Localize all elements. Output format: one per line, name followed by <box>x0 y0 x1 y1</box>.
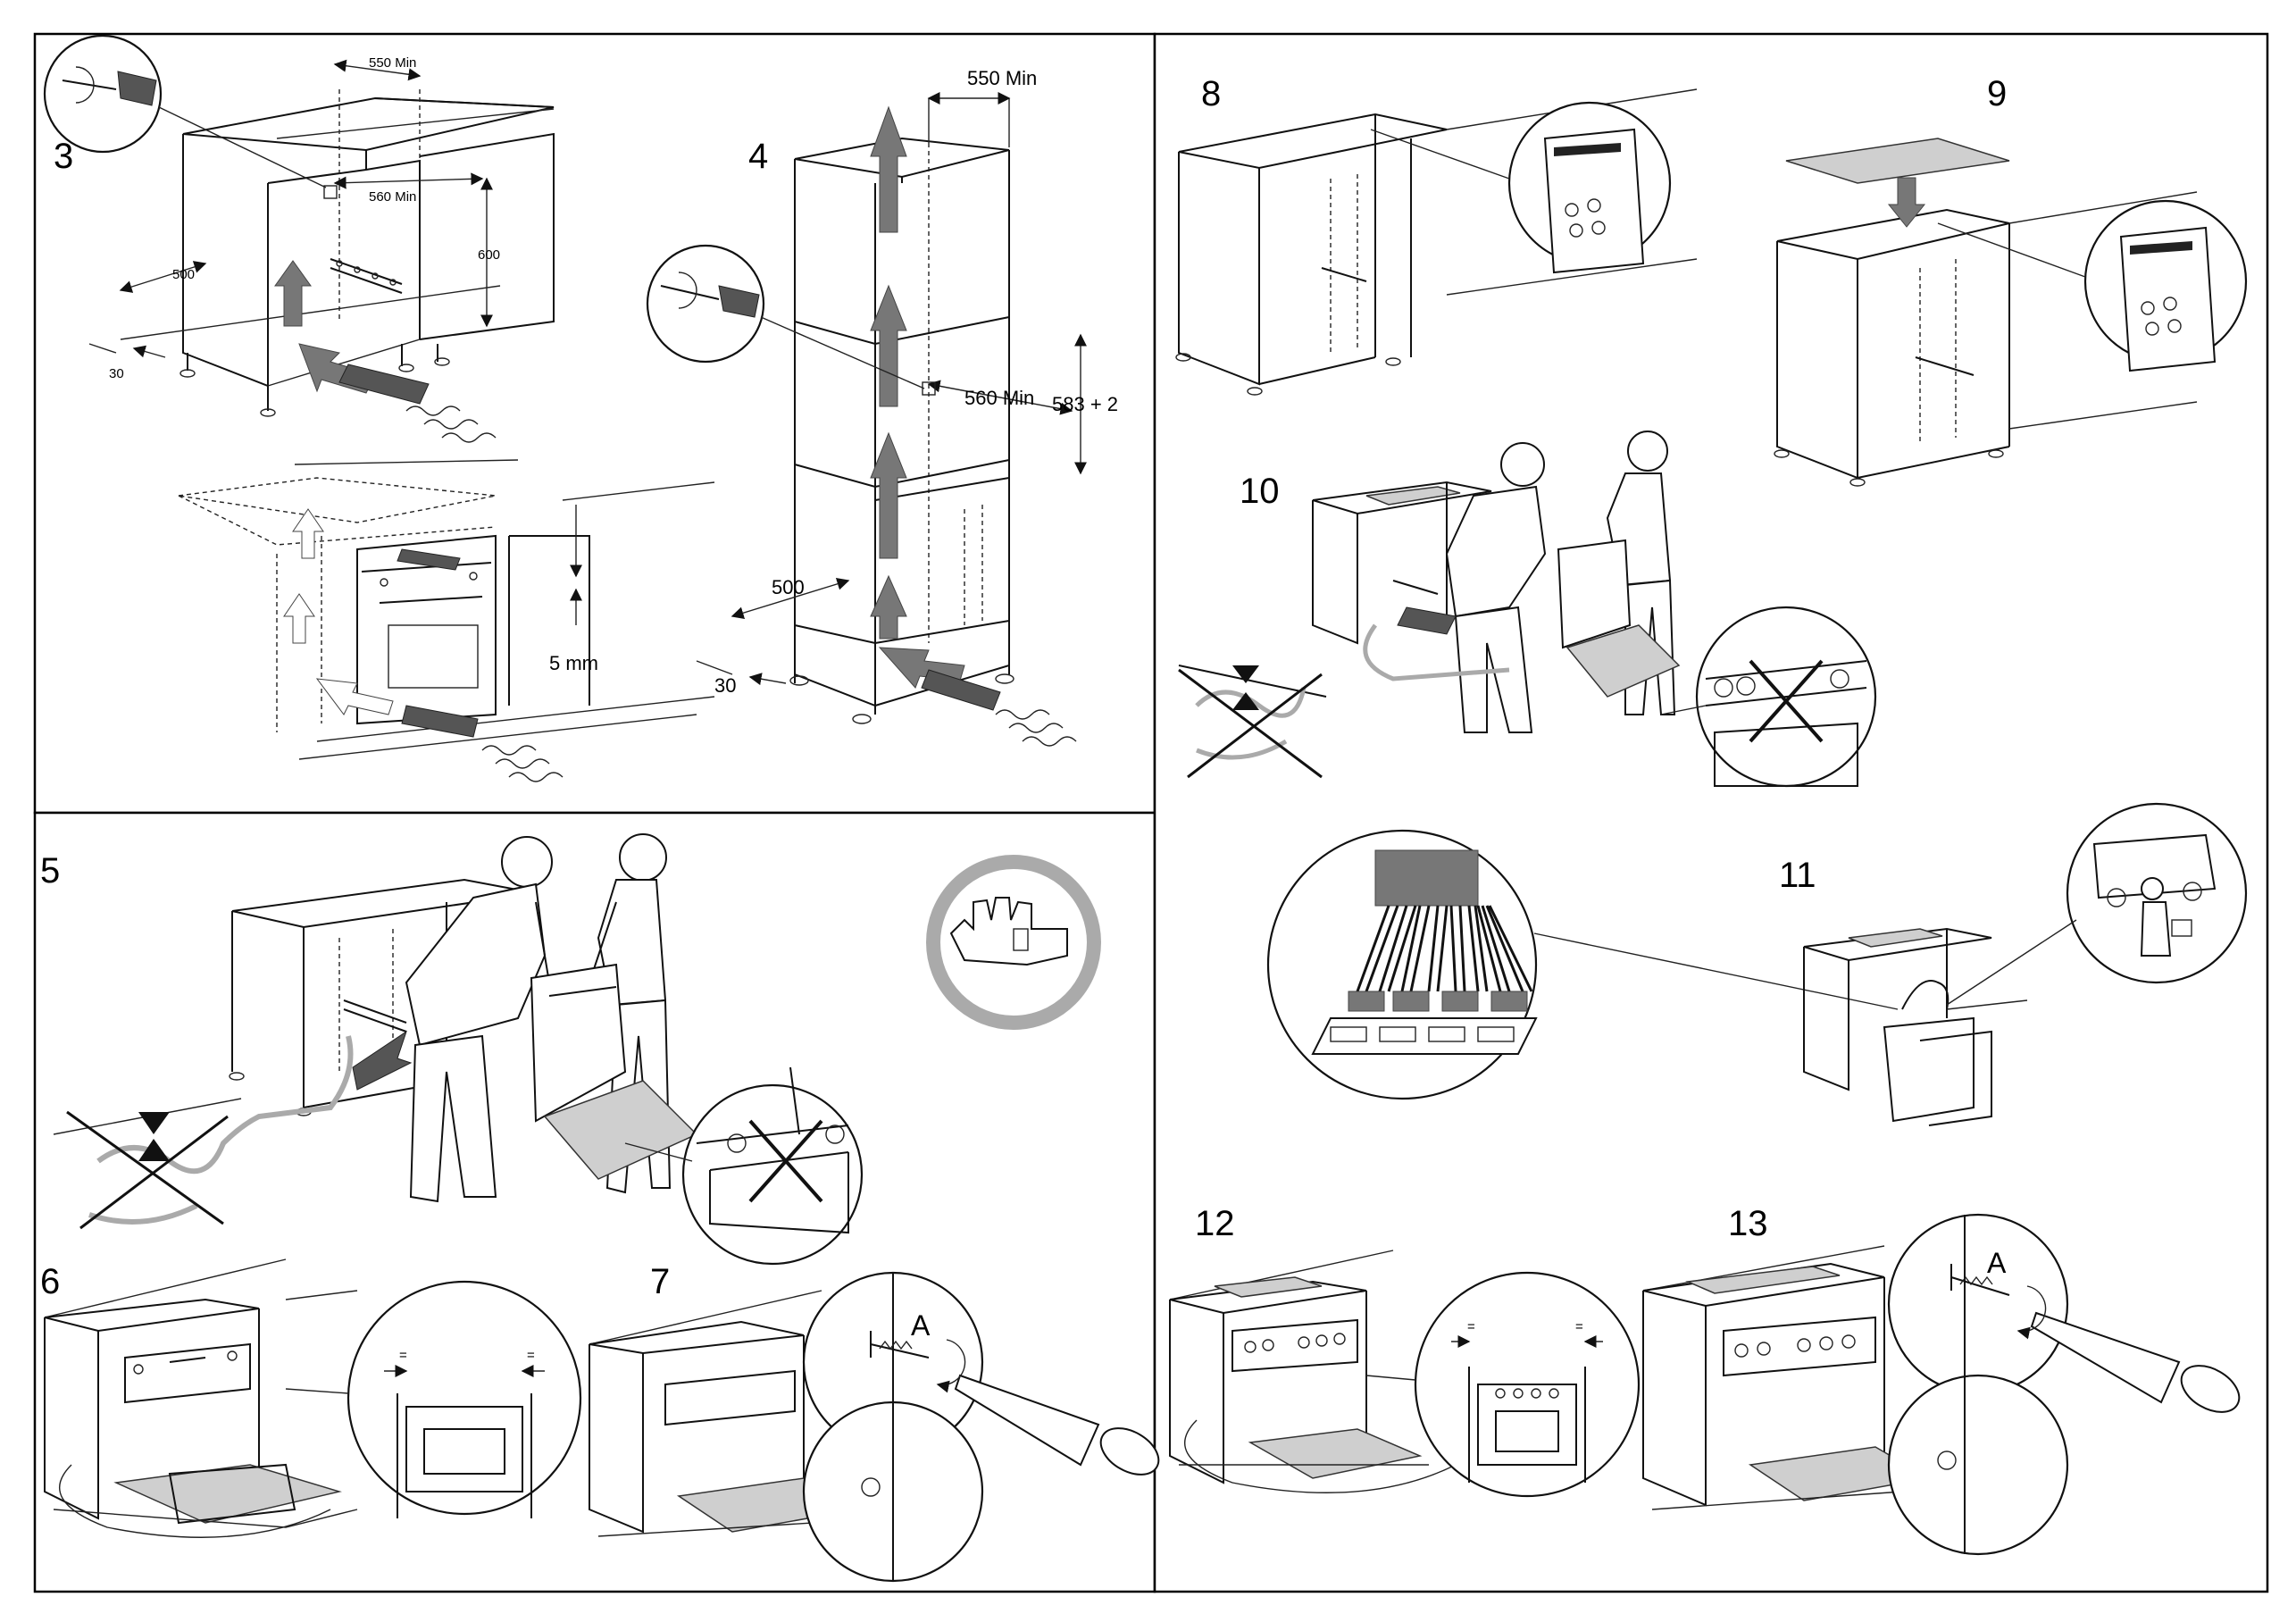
step-number-13: 13 <box>1728 1204 1768 1243</box>
step-number-9: 9 <box>1987 74 2007 113</box>
dim4-width-550: 550 Min <box>967 67 1037 89</box>
eq-mark-left-12: = <box>1467 1319 1475 1334</box>
dim4-depth-30: 30 <box>714 674 736 697</box>
screw-label-a-7: A <box>911 1309 931 1342</box>
step-number-4: 4 <box>748 137 768 176</box>
dim3-width-550: 550 Min <box>369 55 416 71</box>
eq-mark-left-6: = <box>399 1348 407 1363</box>
dim3-depth-500: 500 <box>172 267 195 282</box>
dim4-height-583: 583 + 2 <box>1052 393 1118 415</box>
dim3-width-560: 560 Min <box>369 189 416 205</box>
dim3-gap-5mm: 5 mm <box>549 652 598 674</box>
step-number-12: 12 <box>1195 1204 1235 1243</box>
dim3-height-600: 600 <box>478 247 500 263</box>
step-number-5: 5 <box>40 851 60 890</box>
step-number-7: 7 <box>650 1262 670 1301</box>
step-number-10: 10 <box>1240 472 1280 511</box>
screw-label-a-13: A <box>1987 1247 2007 1279</box>
eq-mark-right-6: = <box>527 1348 535 1363</box>
step-number-6: 6 <box>40 1262 60 1301</box>
step-number-11: 11 <box>1779 856 1816 895</box>
dim4-depth-500: 500 <box>772 576 805 598</box>
step-number-8: 8 <box>1201 74 1221 113</box>
dim4-width-560: 560 Min <box>964 387 1034 409</box>
eq-mark-right-12: = <box>1575 1319 1583 1334</box>
dim3-depth-30: 30 <box>109 366 124 381</box>
